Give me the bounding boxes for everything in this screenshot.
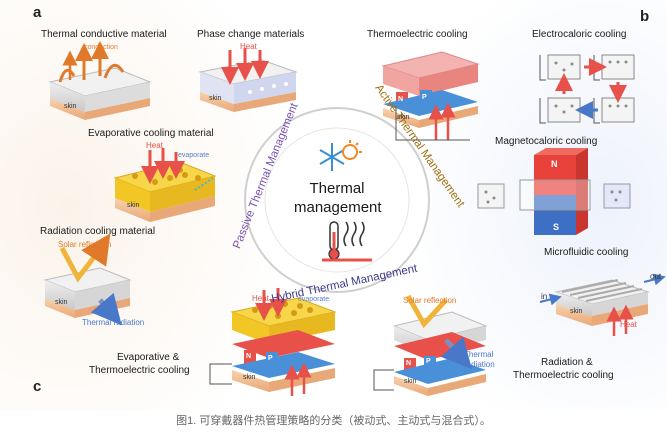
phase-change-illustration	[198, 48, 298, 112]
label-evap-te-line1: Evaporative &	[117, 352, 180, 363]
label-evaporative: Evaporative cooling material	[88, 128, 214, 139]
label-p-hybrid-evap: P	[268, 355, 273, 362]
magnetocaloric-illustration	[477, 148, 631, 235]
sun-snowflake-icon	[319, 140, 362, 171]
label-rad-te-line2: Thermoelectric cooling	[513, 370, 614, 381]
label-radiation: Radiation cooling material	[40, 226, 156, 237]
label-skin-thermoelectric: skin	[397, 114, 410, 121]
label-heat-phase: Heat	[240, 42, 257, 51]
label-n-hybrid-rad: N	[406, 360, 412, 367]
label-microfluidic: Microfluidic cooling	[544, 247, 629, 258]
label-radiation-hybrid: radiation	[464, 360, 495, 369]
label-skin-phase: skin	[209, 95, 222, 102]
label-skin-evap: skin	[127, 202, 140, 209]
label-thermoelectric: Thermoelectric cooling	[367, 29, 468, 40]
label-electrocaloric: Electrocaloric cooling	[532, 29, 627, 40]
evaporative-illustration	[113, 148, 217, 222]
label-rad-te-line1: Radiation &	[541, 357, 593, 368]
thermoelectric-illustration	[381, 51, 480, 141]
label-out: out	[650, 272, 662, 281]
label-p-hybrid-rad: P	[426, 358, 431, 365]
label-evap-te-line2: Thermoelectric cooling	[89, 365, 190, 376]
panel-label-b: b	[640, 8, 650, 25]
label-skin-conductive: skin	[64, 103, 77, 110]
label-phase-change: Phase change materials	[197, 29, 305, 40]
label-s-magnet: S	[553, 222, 560, 232]
label-in: in	[541, 292, 548, 301]
label-skin-hybrid-rad: skin	[404, 378, 417, 385]
label-evaporate: evaporate	[178, 152, 210, 159]
label-thermal-radiation-passive: Thermal radiation	[82, 318, 145, 327]
label-solar-reflection-passive: Solar reflection	[58, 240, 112, 249]
label-thermal-hybrid: Thermal	[464, 350, 494, 359]
panel-label-c: c	[33, 378, 42, 395]
label-heat-microfluidic: Heat	[620, 320, 637, 329]
label-skin-radiation: skin	[55, 299, 68, 306]
label-n-hybrid-evap: N	[246, 353, 252, 360]
label-skin-microfluidic: skin	[570, 308, 583, 315]
electrocaloric-illustration	[539, 54, 635, 124]
microfluidic-illustration	[539, 273, 666, 336]
rad-thermoelectric-illustration	[373, 294, 488, 396]
label-conduction: conduction	[84, 44, 118, 51]
figure-caption: 图1. 可穿戴器件热管理策略的分类（被动式、主动式与混合式）。	[176, 415, 491, 427]
figure-art	[0, 0, 667, 410]
thermometer-icon	[328, 221, 340, 260]
label-heat-hybrid: Heat	[252, 294, 269, 303]
label-n-magnet: N	[551, 159, 558, 169]
radiation-illustration	[43, 233, 132, 326]
label-n-thermoelectric: N	[398, 96, 404, 103]
conductive-material-illustration	[48, 41, 152, 120]
label-magnetocaloric: Magnetocaloric cooling	[495, 136, 598, 147]
center-inner-ring	[264, 127, 410, 273]
label-heat-evap: Heat	[146, 141, 163, 150]
center-title-line1: Thermal	[309, 180, 365, 197]
evap-thermoelectric-illustration	[209, 288, 337, 396]
panel-label-a: a	[33, 4, 42, 21]
center-title-line2: management	[294, 199, 382, 216]
heat-waves-icon	[343, 221, 365, 247]
label-p-thermoelectric: P	[422, 94, 427, 101]
label-conductive: Thermal conductive material	[41, 29, 167, 40]
label-solar-reflection-hybrid: Solar reflection	[403, 296, 457, 305]
label-skin-hybrid-evap: skin	[243, 374, 256, 381]
label-evaporate-hybrid: evaporate	[298, 296, 330, 303]
